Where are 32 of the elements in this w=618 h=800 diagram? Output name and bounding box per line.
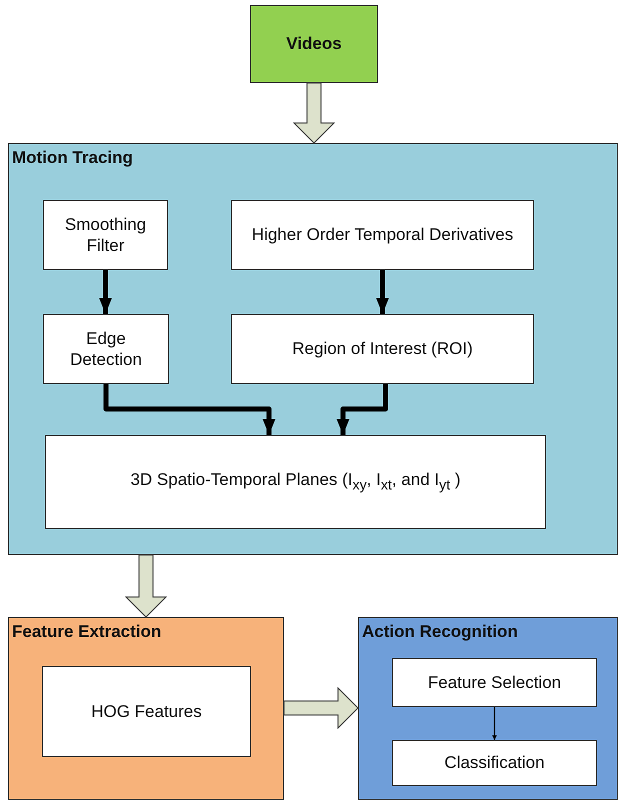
box-label: Feature Selection: [426, 672, 562, 694]
box-label: 3D Spatio-Temporal Planes (I$_{xy}$, I$_{xt}$, and I$_{yt}$ ): [129, 468, 462, 496]
arrow: [99, 270, 112, 314]
process-box: [250, 5, 378, 83]
block-arrow: [284, 686, 359, 730]
panel-heading: Action Recognition: [362, 622, 518, 642]
stage-panel: [8, 143, 618, 555]
box-label: Smoothing Filter: [64, 214, 148, 256]
box-label: Edge Detection: [69, 328, 143, 370]
panel-heading: Motion Tracing: [12, 148, 133, 168]
panel-heading: Feature Extraction: [12, 622, 162, 642]
box-label: HOG Features: [90, 700, 203, 722]
arrow: [376, 270, 389, 314]
stage-panel: [358, 617, 618, 800]
box-label: Videos: [285, 33, 343, 55]
block-arrow: [124, 554, 168, 618]
arrow: [492, 707, 497, 740]
process-box: [42, 666, 251, 757]
process-box: [43, 314, 169, 384]
arrow: [104, 384, 276, 435]
stage-panel: [8, 617, 284, 800]
arrow: [336, 384, 388, 435]
box-label: Higher Order Temporal Derivatives: [250, 224, 514, 246]
process-box: [43, 200, 168, 270]
block-arrow: [292, 82, 336, 144]
box-label: Region of Interest (ROI): [291, 338, 474, 360]
process-box: [392, 740, 597, 786]
process-box: [231, 200, 534, 270]
process-box: [45, 435, 546, 529]
process-box: [231, 314, 534, 384]
process-box: [392, 658, 597, 707]
box-label: Classification: [443, 752, 546, 774]
